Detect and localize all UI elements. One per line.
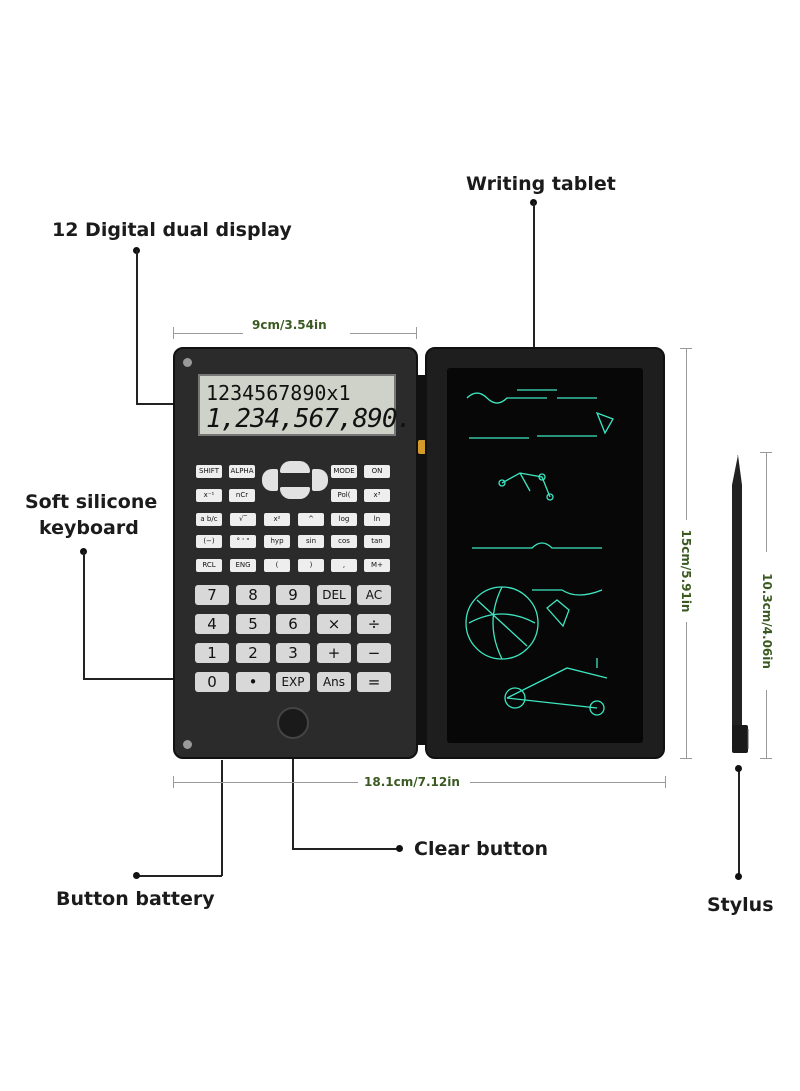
key-degrees[interactable]: ° ' " xyxy=(230,535,256,548)
key-0[interactable]: 0 xyxy=(195,672,229,692)
navigation-pad[interactable] xyxy=(262,461,328,499)
key-4[interactable]: 4 xyxy=(195,614,229,634)
total-width-label: 18.1cm/7.12in xyxy=(364,775,460,789)
key-sin[interactable]: sin xyxy=(298,535,324,548)
stylus-icon xyxy=(732,454,749,753)
button-battery-label: Button battery xyxy=(56,888,215,910)
height-line-bottom xyxy=(686,622,687,758)
total-width-tick-right xyxy=(665,776,666,788)
calc-width-label: 9cm/3.54in xyxy=(252,318,327,332)
screw-top-left xyxy=(183,358,192,367)
key-pol[interactable]: Pol( xyxy=(331,489,357,502)
dual-display-leader-v xyxy=(136,250,138,404)
dual-lcd-display: 1234567890x1 1,234,567,890. xyxy=(198,374,412,436)
key-eng[interactable]: ENG xyxy=(230,559,256,572)
keyboard-label-line2: keyboard xyxy=(39,517,139,539)
key-2[interactable]: 2 xyxy=(236,643,270,663)
key-exp[interactable]: EXP xyxy=(276,672,310,692)
key-log[interactable]: log xyxy=(331,513,357,526)
clear-button-dot xyxy=(396,845,403,852)
keyboard-label-line1: Soft silicone xyxy=(25,491,158,513)
key-close-paren[interactable]: ) xyxy=(298,559,324,572)
key-square[interactable]: x² xyxy=(264,513,290,526)
key-reciprocal[interactable]: x⁻¹ xyxy=(196,489,222,502)
display-line-2: 1,234,567,890. xyxy=(206,404,412,434)
key-6[interactable]: 6 xyxy=(276,614,310,634)
key-mode[interactable]: MODE xyxy=(331,465,357,478)
stylus-length-tick-bottom xyxy=(760,758,772,759)
writing-tablet-leader xyxy=(533,202,535,372)
key-minus[interactable]: − xyxy=(357,643,391,663)
dual-display-label: 12 Digital dual display xyxy=(52,219,292,241)
key-shift[interactable]: SHIFT xyxy=(196,465,222,478)
key-cos[interactable]: cos xyxy=(331,535,357,548)
writing-tablet-panel xyxy=(425,347,665,759)
tablet-doodles xyxy=(465,389,614,716)
key-ac[interactable]: AC xyxy=(357,585,391,605)
clear-button[interactable] xyxy=(277,707,309,739)
clear-button-leader-v xyxy=(292,730,294,849)
key-5[interactable]: 5 xyxy=(236,614,270,634)
key-negative[interactable]: (−) xyxy=(196,535,222,548)
key-multiply[interactable]: × xyxy=(317,614,351,634)
lcd-writing-screen[interactable] xyxy=(447,368,643,743)
battery-leader-h xyxy=(136,875,222,877)
key-ncr[interactable]: nCr xyxy=(229,489,255,502)
key-divide[interactable]: ÷ xyxy=(357,614,391,634)
height-label: 15cm/5.91in xyxy=(679,529,693,613)
key-hyp[interactable]: hyp xyxy=(264,535,290,548)
total-width-line-right xyxy=(470,782,665,783)
clear-button-label: Clear button xyxy=(414,838,549,860)
key-ans[interactable]: Ans xyxy=(317,672,351,692)
stylus-length-line-bottom xyxy=(766,690,767,758)
stylus-pen[interactable] xyxy=(728,454,750,757)
stylus-dot-bottom xyxy=(735,873,742,880)
key-equals[interactable]: = xyxy=(357,672,391,692)
stylus-leader xyxy=(738,768,740,876)
key-7[interactable]: 7 xyxy=(195,585,229,605)
key-alpha[interactable]: ALPHA xyxy=(229,465,255,478)
key-power[interactable]: ^ xyxy=(298,513,324,526)
key-9[interactable]: 9 xyxy=(276,585,310,605)
key-plus[interactable]: + xyxy=(317,643,351,663)
stylus-length-line-top xyxy=(766,452,767,552)
key-tan[interactable]: tan xyxy=(364,535,390,548)
clear-button-leader-h xyxy=(292,848,397,850)
key-ln[interactable]: ln xyxy=(364,513,390,526)
stylus-label: Stylus xyxy=(707,894,774,916)
key-on[interactable]: ON xyxy=(364,465,390,478)
key-fraction[interactable]: a b/c xyxy=(196,513,222,526)
key-8[interactable]: 8 xyxy=(236,585,270,605)
calc-width-line-left xyxy=(173,333,243,334)
battery-leader-v xyxy=(221,760,223,876)
height-tick-bottom xyxy=(680,758,692,759)
keyboard-leader-h xyxy=(83,678,209,680)
key-rcl[interactable]: RCL xyxy=(196,559,222,572)
key-sqrt[interactable]: √‾ xyxy=(230,513,256,526)
height-line-top xyxy=(686,348,687,520)
calculator-panel: 1234567890x1 1,234,567,890. SHIFT ALPHA … xyxy=(173,347,418,759)
key-3[interactable]: 3 xyxy=(276,643,310,663)
calc-width-tick-right xyxy=(416,327,417,339)
keyboard-leader-v xyxy=(83,551,85,679)
key-cube[interactable]: x³ xyxy=(364,489,390,502)
key-comma[interactable]: , xyxy=(331,559,357,572)
display-line-1: 1234567890x1 xyxy=(206,381,351,405)
battery-dot xyxy=(133,872,140,879)
key-m-plus[interactable]: M+ xyxy=(364,559,390,572)
total-width-line-left xyxy=(173,782,358,783)
stylus-length-label: 10.3cm/4.06in xyxy=(760,573,774,669)
writing-tablet-label: Writing tablet xyxy=(466,173,616,195)
key-del[interactable]: DEL xyxy=(317,585,351,605)
stylus-dot-top xyxy=(735,765,742,772)
key-open-paren[interactable]: ( xyxy=(264,559,290,572)
calc-width-line-right xyxy=(350,333,416,334)
screw-bottom-left xyxy=(183,740,192,749)
key-1[interactable]: 1 xyxy=(195,643,229,663)
key-decimal[interactable]: • xyxy=(236,672,270,692)
